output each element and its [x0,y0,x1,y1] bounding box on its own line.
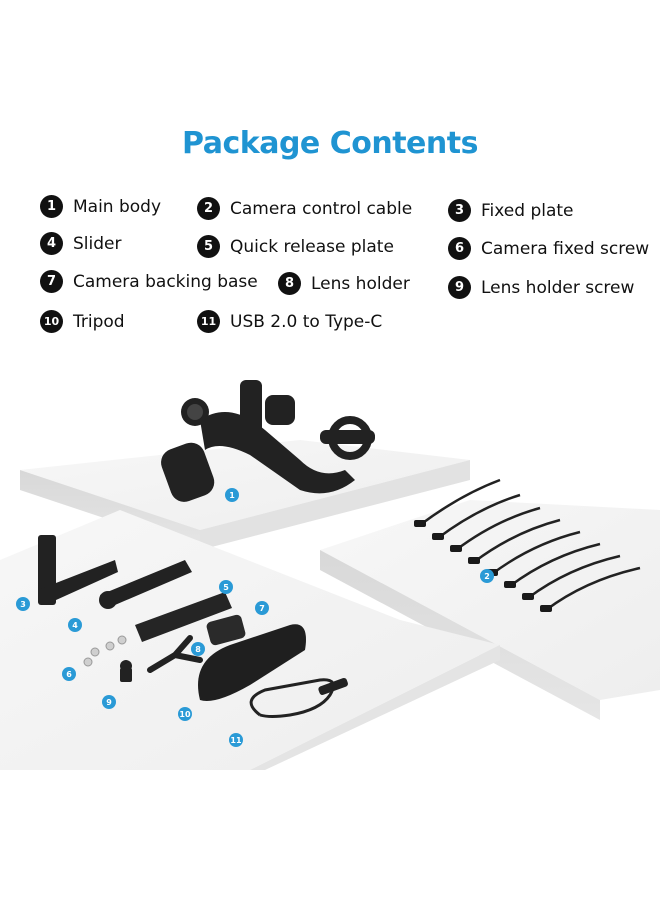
product-scene-illustration [0,380,660,770]
legend-item-camera-fixed-screw: 6 Camera fixed screw [448,237,649,260]
legend-label: Camera control cable [230,198,413,219]
number-badge: 8 [278,272,301,295]
scene-marker-9: 9 [102,695,116,709]
scene-marker-10: 10 [178,707,192,721]
legend-item-lens-holder-screw: 9 Lens holder screw [448,276,634,299]
number-badge: 2 [197,197,220,220]
legend-item-camera-control-cable: 2 Camera control cable [197,197,412,220]
legend-item-tripod: 10 Tripod [40,310,125,333]
legend-item-usb-cable: 11 USB 2.0 to Type-C [197,310,382,333]
legend-item-slider: 4 Slider [40,232,121,255]
platform-side [250,645,500,770]
lens-holder [147,635,203,673]
scene-marker-3: 3 [16,597,30,611]
scene-marker-11: 11 [229,733,243,747]
legend-label: Quick release plate [230,236,394,257]
page-title: Package Contents [182,126,478,161]
scene-marker-6: 6 [62,667,76,681]
legend-label: USB 2.0 to Type-C [230,311,383,332]
legend-label: Fixed plate [481,200,574,221]
legend-item-main-body: 1 Main body [40,195,161,218]
legend-item-quick-release-plate: 5 Quick release plate [197,235,394,258]
number-badge: 11 [197,310,220,333]
slider [99,560,192,609]
number-badge: 4 [40,232,63,255]
number-badge: 6 [448,237,471,260]
gimbal-main-body [161,380,375,502]
camera-backing-base [206,614,246,646]
fixed-plate [38,535,118,605]
platform-side [200,460,470,550]
lens-holder-screw [120,660,132,682]
scene-marker-8: 8 [191,642,205,656]
legend-item-camera-backing-base: 7 Camera backing base [40,270,258,293]
camera-fixed-screws [83,635,127,667]
camera-control-cables [419,478,641,612]
tripod [198,624,306,701]
legend-label: Tripod [73,311,125,332]
legend-label: Main body [73,196,162,217]
number-badge: 9 [448,276,471,299]
number-badge: 5 [197,235,220,258]
quick-release-plate [135,592,232,642]
number-badge: 1 [40,195,63,218]
usb-cable [249,677,348,718]
legend-label: Camera fixed screw [481,238,650,259]
number-badge: 3 [448,199,471,222]
legend-label: Camera backing base [73,271,258,292]
scene-marker-5: 5 [219,580,233,594]
number-badge: 7 [40,270,63,293]
number-badge: 10 [40,310,63,333]
scene-marker-1: 1 [225,488,239,502]
legend-label: Lens holder screw [481,277,635,298]
scene-marker-7: 7 [255,601,269,615]
legend-label: Slider [73,233,122,254]
cable-connectors [414,520,552,612]
legend-item-lens-holder: 8 Lens holder [278,272,410,295]
legend-item-fixed-plate: 3 Fixed plate [448,199,574,222]
scene-marker-4: 4 [68,618,82,632]
scene-marker-2: 2 [480,569,494,583]
legend-label: Lens holder [311,273,410,294]
platform-top [320,500,660,700]
